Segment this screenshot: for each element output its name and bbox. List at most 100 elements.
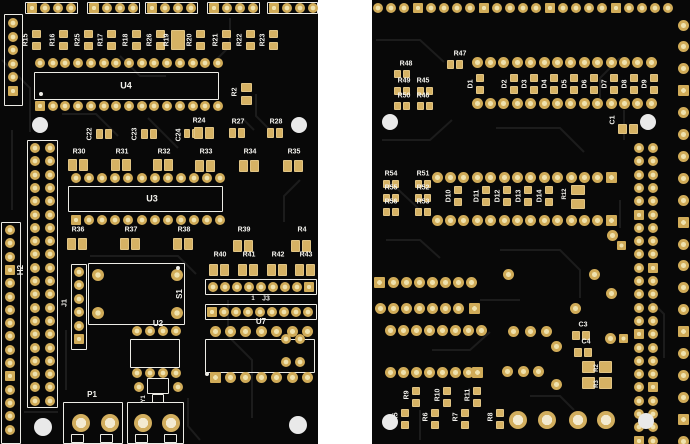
through-hole-pad xyxy=(74,320,84,331)
through-hole-pad xyxy=(5,411,15,422)
through-hole-pad xyxy=(525,214,537,226)
through-hole-pad xyxy=(45,222,55,233)
through-hole-pad xyxy=(291,307,301,317)
silkscreen-label: R16 xyxy=(49,33,57,47)
through-hole-pad xyxy=(5,238,15,249)
silkscreen-label: R18 xyxy=(122,33,130,47)
through-hole-pad xyxy=(235,3,245,13)
through-hole-pad-large xyxy=(509,411,527,429)
through-hole-pad xyxy=(648,422,658,433)
through-hole-pad xyxy=(634,276,644,286)
through-hole-pad xyxy=(648,369,658,380)
silkscreen-outline xyxy=(164,434,177,443)
through-hole-pad xyxy=(677,19,689,31)
through-hole-pad-square xyxy=(677,326,689,338)
through-hole-pad xyxy=(200,58,211,68)
through-hole-pad xyxy=(71,173,81,183)
silkscreen-label: R35 xyxy=(287,148,301,156)
through-hole-pad xyxy=(136,173,147,183)
smd-pad xyxy=(246,42,255,50)
silkscreen-label: R17 xyxy=(97,33,105,47)
silkscreen-label: R2 xyxy=(594,364,600,372)
smd-pad xyxy=(473,387,481,395)
through-hole-pad xyxy=(85,58,96,68)
through-hole-pad xyxy=(648,143,658,153)
through-hole-pad xyxy=(92,269,104,281)
smd-pad xyxy=(599,377,612,389)
through-hole-pad xyxy=(532,365,544,377)
smd-pad xyxy=(524,186,532,194)
silkscreen-label: D12 xyxy=(494,189,502,203)
through-hole-pad xyxy=(5,278,15,289)
through-hole-pad xyxy=(471,214,483,226)
smd-pad xyxy=(239,160,248,172)
through-hole-pad xyxy=(30,302,40,313)
silkscreen-label: R39 xyxy=(237,226,251,234)
smd-pad xyxy=(84,30,93,38)
silkscreen-outline xyxy=(71,434,84,443)
silkscreen-label: R9 xyxy=(403,390,411,400)
through-hole-pad-large xyxy=(597,411,615,429)
smd-pad xyxy=(276,128,283,138)
through-hole-pad xyxy=(465,3,476,13)
through-hole-pad xyxy=(648,209,658,220)
through-hole-pad-square xyxy=(71,215,81,225)
smd-pad xyxy=(610,74,618,82)
smd-pad xyxy=(572,331,580,340)
through-hole-pad-square xyxy=(544,3,555,13)
through-hole-pad xyxy=(634,342,644,353)
through-hole-pad xyxy=(174,101,185,111)
silkscreen-label: R49 xyxy=(397,77,411,85)
copper-traces xyxy=(1,18,301,441)
smd-pad xyxy=(503,198,511,206)
through-hole-pad xyxy=(605,56,617,68)
through-hole-pad xyxy=(209,325,221,337)
silkscreen-label: D5 xyxy=(561,79,569,89)
smd-pad xyxy=(570,74,578,82)
through-hole-pad xyxy=(30,276,40,286)
smd-pad xyxy=(510,74,518,82)
through-hole-pad xyxy=(97,173,108,183)
silkscreen-label: R2 xyxy=(231,87,239,97)
smd-pad xyxy=(630,86,638,94)
through-hole-pad xyxy=(498,97,510,109)
smd-pad xyxy=(153,159,162,171)
through-hole-pad xyxy=(518,3,529,13)
through-hole-pad xyxy=(387,302,399,314)
smd-pad xyxy=(141,129,148,139)
silkscreen-label: R7 xyxy=(452,412,460,422)
copper-trace xyxy=(376,39,445,63)
smd-pad xyxy=(503,186,511,194)
smd-pad xyxy=(302,240,311,252)
smd-pad xyxy=(571,199,585,209)
through-hole-pad-square xyxy=(147,3,157,13)
through-hole-pad xyxy=(255,307,265,317)
through-hole-pad xyxy=(386,3,397,13)
through-hole-pad xyxy=(400,276,412,288)
through-hole-pad xyxy=(634,382,644,393)
smd-pad xyxy=(473,399,481,407)
silkscreen-label: C24 xyxy=(175,128,183,142)
smd-pad xyxy=(426,87,433,95)
through-hole-pad xyxy=(458,171,470,183)
through-hole-pad xyxy=(40,3,50,13)
through-hole-pad-square xyxy=(616,240,626,250)
copper-trace xyxy=(227,300,253,418)
through-hole-pad xyxy=(413,302,425,314)
through-hole-pad xyxy=(423,366,435,378)
silkscreen-label: R23 xyxy=(259,33,267,47)
smd-pad xyxy=(424,194,431,202)
through-hole-pad xyxy=(597,3,608,13)
smd-pad xyxy=(415,208,422,216)
through-hole-pad xyxy=(30,222,40,233)
through-hole-pad xyxy=(45,143,55,153)
through-hole-pad xyxy=(74,293,84,304)
through-hole-pad xyxy=(484,97,496,109)
silkscreen-outline xyxy=(205,304,317,320)
copper-traces xyxy=(376,39,665,440)
through-hole-pad-square xyxy=(468,302,480,314)
through-hole-pad xyxy=(212,58,223,68)
through-hole-pad xyxy=(282,3,292,13)
smd-pad xyxy=(105,129,112,139)
through-hole-pad xyxy=(74,267,84,277)
